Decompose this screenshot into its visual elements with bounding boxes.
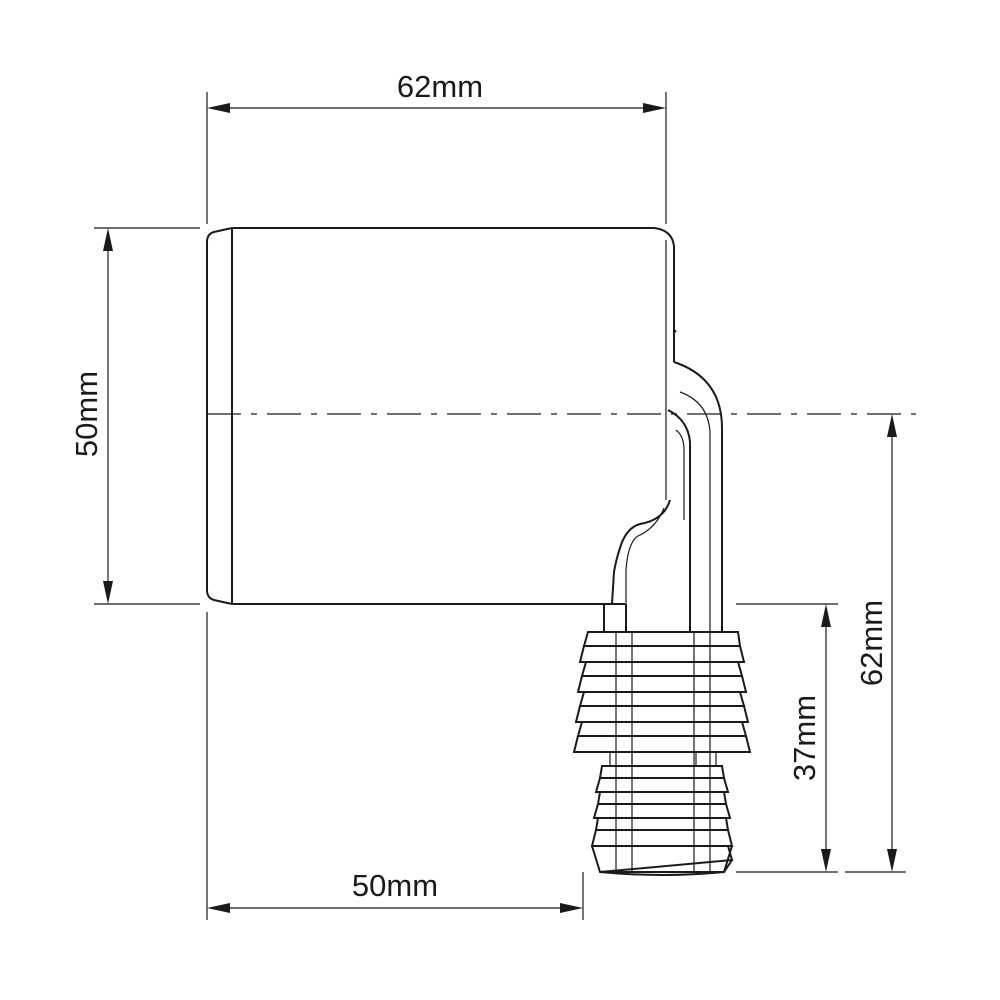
dim-label-body-height: 50mm: [69, 371, 104, 457]
outlet-pipe: [603, 361, 723, 632]
dimension-spigot-length: 37mm: [736, 603, 838, 873]
body-outline: [206, 227, 677, 605]
dim-label-spigot-length: 37mm: [787, 695, 822, 781]
dimension-overall-width: 62mm: [206, 69, 667, 224]
dimension-body-height: 50mm: [69, 227, 200, 605]
dimension-overall-height: 62mm: [845, 414, 906, 873]
dim-label-spigot-offset: 50mm: [352, 868, 438, 903]
dim-label-overall-width: 62mm: [397, 69, 483, 104]
dimension-spigot-offset: 50mm: [206, 612, 584, 920]
dim-label-overall-height: 62mm: [854, 600, 889, 686]
ribbed-spigot: [572, 631, 752, 876]
